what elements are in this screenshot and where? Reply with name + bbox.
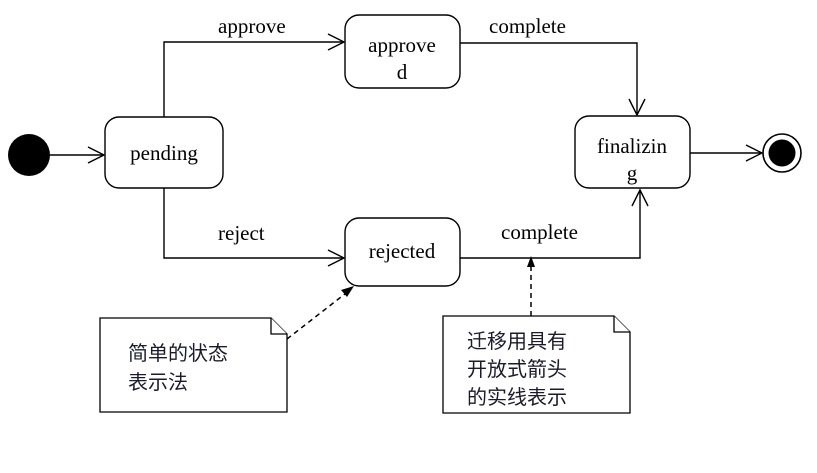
state-pending[interactable]: pending: [104, 116, 224, 189]
state-box: [574, 115, 691, 189]
note-anchor-line: [286, 289, 351, 340]
arrowhead-open: [628, 98, 646, 117]
note-text-line2: 开放式箭头: [467, 357, 567, 381]
transition-line: [163, 41, 344, 117]
note-text-line2: 表示法: [128, 370, 188, 394]
note-anchor-arrowhead: [527, 256, 535, 267]
arrowhead-open: [327, 249, 346, 267]
arrowhead-open: [631, 188, 649, 207]
state-box: [344, 14, 461, 89]
initial-state-circle: [8, 134, 50, 176]
state-label-finalizing-line2: g: [627, 161, 638, 185]
note-anchor-simple-state: [286, 286, 354, 340]
transition-rejected-to-finalizing[interactable]: complete: [460, 188, 649, 259]
state-rejected[interactable]: rejected: [344, 217, 461, 287]
transition-finalizing-to-final[interactable]: [690, 144, 764, 162]
note-shape: [442, 315, 631, 414]
state-label-pending: pending: [130, 141, 198, 165]
transition-line: [460, 42, 638, 115]
state-initial[interactable]: [8, 134, 50, 176]
state-label-approved-line1: approve: [368, 33, 436, 57]
transition-line: [163, 188, 344, 259]
transition-line: [460, 190, 641, 259]
state-finalizing[interactable]: finalizin g: [574, 115, 691, 189]
state-label-finalizing-line1: finalizin: [597, 134, 667, 158]
transition-approved-to-finalizing[interactable]: complete: [460, 14, 646, 117]
arrowhead-open: [87, 146, 106, 164]
final-state-inner-circle: [768, 139, 796, 167]
state-box: [344, 217, 461, 287]
note-simple-state[interactable]: 简单的状态 表示法: [99, 317, 288, 413]
arrowhead-open: [327, 33, 346, 51]
transition-label-reject: reject: [218, 221, 265, 245]
state-label-approved-line2: d: [397, 60, 408, 84]
note-fold-corner: [613, 316, 630, 333]
state-approved[interactable]: approve d: [344, 14, 461, 89]
final-state-outer-ring: [762, 133, 802, 173]
note-text-line3: 的实线表示: [467, 385, 567, 409]
note-fold-corner: [270, 318, 287, 335]
transition-label-approve: approve: [218, 14, 286, 38]
transition-label-complete-bottom: complete: [501, 220, 578, 244]
note-transition[interactable]: 迁移用具有 开放式箭头 的实线表示: [442, 315, 631, 414]
note-anchor-transition: [527, 256, 535, 316]
transition-initial-to-pending[interactable]: [50, 146, 106, 164]
note-anchor-arrowhead: [341, 286, 354, 297]
note-text-line1: 简单的状态: [128, 341, 228, 365]
transition-label-complete-top: complete: [489, 14, 566, 38]
state-label-rejected: rejected: [369, 239, 436, 263]
note-shape: [99, 317, 288, 413]
state-final[interactable]: [762, 133, 802, 173]
note-text-line1: 迁移用具有: [467, 329, 567, 353]
transition-pending-to-rejected[interactable]: reject: [163, 188, 346, 267]
arrowhead-open: [745, 144, 764, 162]
transition-pending-to-approved[interactable]: approve: [163, 14, 346, 117]
state-box: [104, 116, 224, 189]
